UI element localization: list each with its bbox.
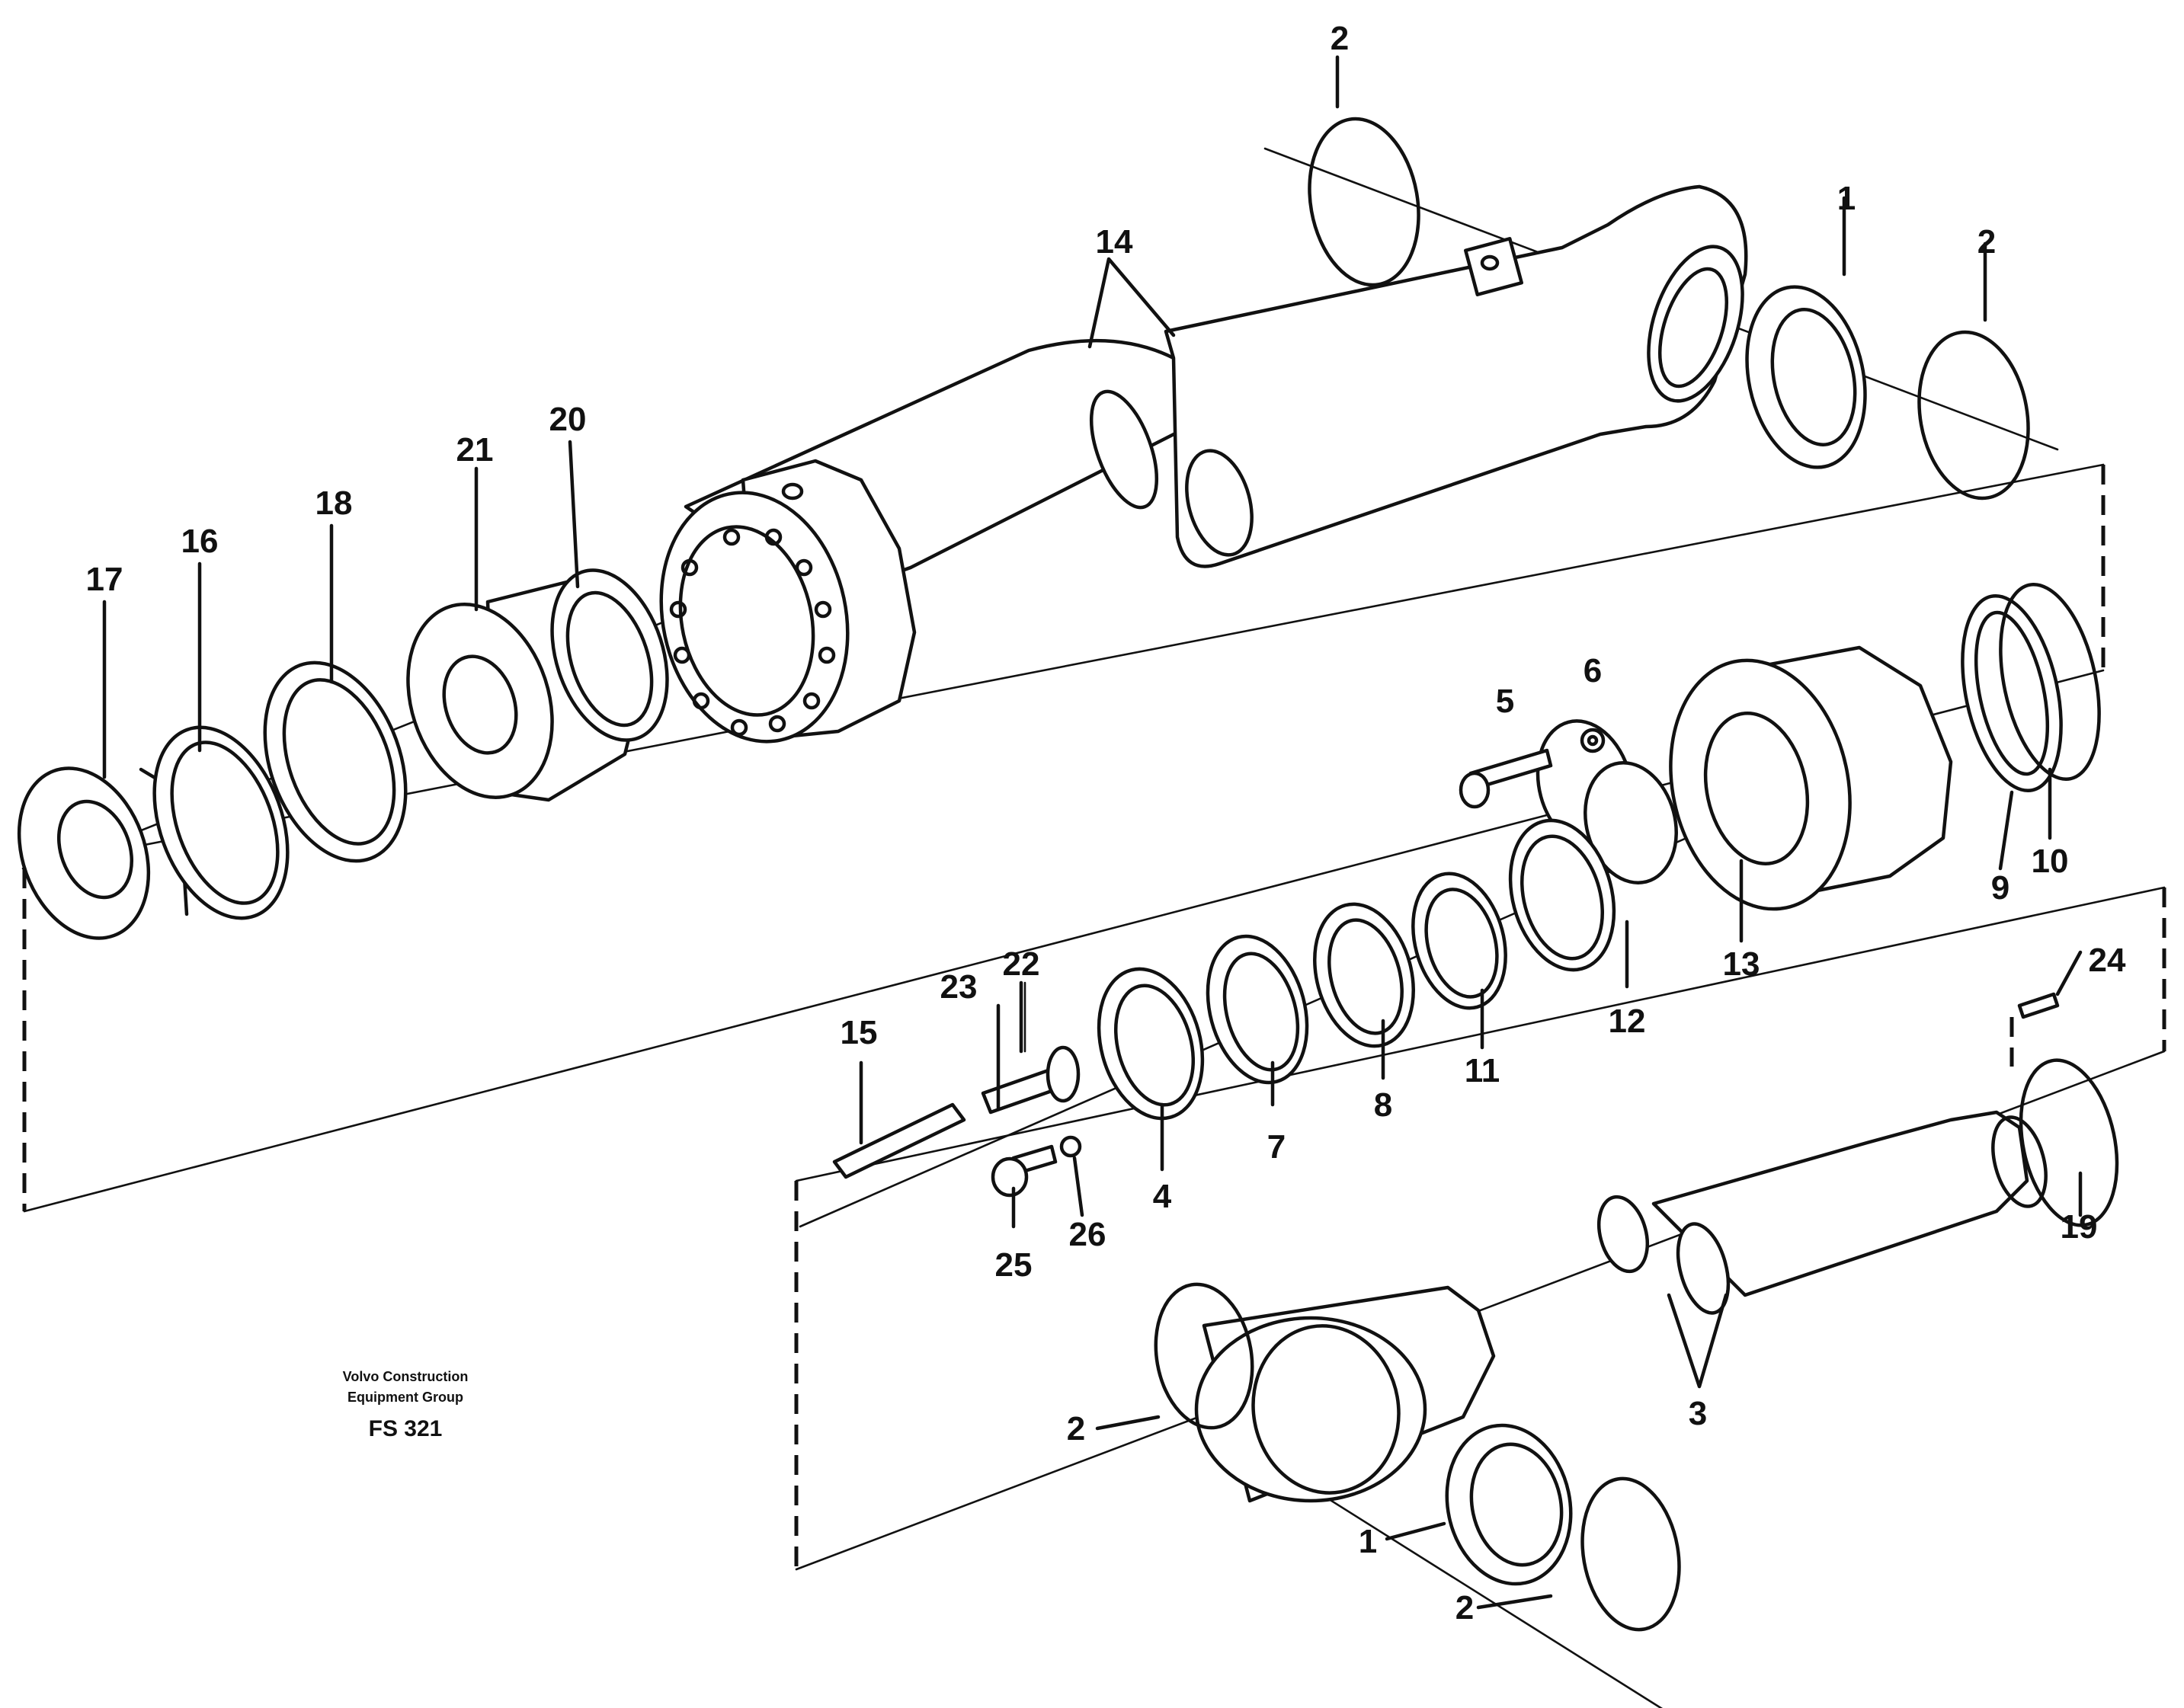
label-5: 5 [1496, 683, 1514, 720]
label-7: 7 [1267, 1128, 1286, 1166]
label-16: 16 [181, 523, 219, 560]
leader-lines [102, 55, 2083, 1610]
caption-line-2: Equipment Group [347, 1390, 463, 1405]
label-20: 20 [549, 401, 587, 438]
part-labels: 2 1 2 14 20 21 18 16 17 5 6 9 10 13 12 1… [86, 20, 2126, 1626]
label-8: 8 [1374, 1086, 1392, 1124]
label-1-bottom: 1 [1359, 1523, 1377, 1560]
label-26: 26 [1069, 1216, 1106, 1253]
piston-parts [17, 568, 669, 940]
flange-bolt-holes [669, 528, 836, 737]
label-10: 10 [2032, 843, 2069, 880]
label-4: 4 [1153, 1178, 1172, 1215]
cylinder-head [1536, 582, 2101, 911]
label-3: 3 [1689, 1395, 1707, 1432]
cylinder-tube [659, 184, 1748, 744]
label-25: 25 [995, 1246, 1033, 1284]
label-24: 24 [2089, 942, 2126, 979]
label-1-top: 1 [1837, 180, 1856, 217]
label-2-top: 2 [1331, 20, 1349, 57]
label-23: 23 [940, 968, 978, 1006]
label-18: 18 [315, 485, 353, 522]
label-13: 13 [1723, 945, 1760, 983]
label-2-left: 2 [1067, 1410, 1085, 1447]
diagram-caption: Volvo Construction Equipment Group FS 32… [343, 1369, 469, 1441]
caption-line-1: Volvo Construction [343, 1369, 469, 1384]
piston-rod [1154, 1058, 2119, 1632]
label-6: 6 [1584, 652, 1602, 689]
small-hardware [832, 728, 2060, 1198]
seal-rings [1097, 818, 1616, 1121]
label-12: 12 [1609, 1003, 1646, 1040]
label-21: 21 [456, 431, 494, 469]
label-2-bottom: 2 [1455, 1589, 1474, 1626]
label-14: 14 [1096, 223, 1133, 261]
label-17: 17 [86, 561, 123, 598]
label-9: 9 [1991, 869, 2009, 907]
caption-code: FS 321 [369, 1416, 443, 1441]
label-11: 11 [1465, 1052, 1500, 1089]
dashed-frame-lines [22, 465, 2166, 1569]
upper-bearing-and-circlips [1308, 117, 2030, 501]
label-22: 22 [1003, 945, 1040, 983]
label-19: 19 [2061, 1208, 2098, 1246]
label-2-right: 2 [1977, 223, 1996, 261]
label-15: 15 [841, 1014, 878, 1051]
